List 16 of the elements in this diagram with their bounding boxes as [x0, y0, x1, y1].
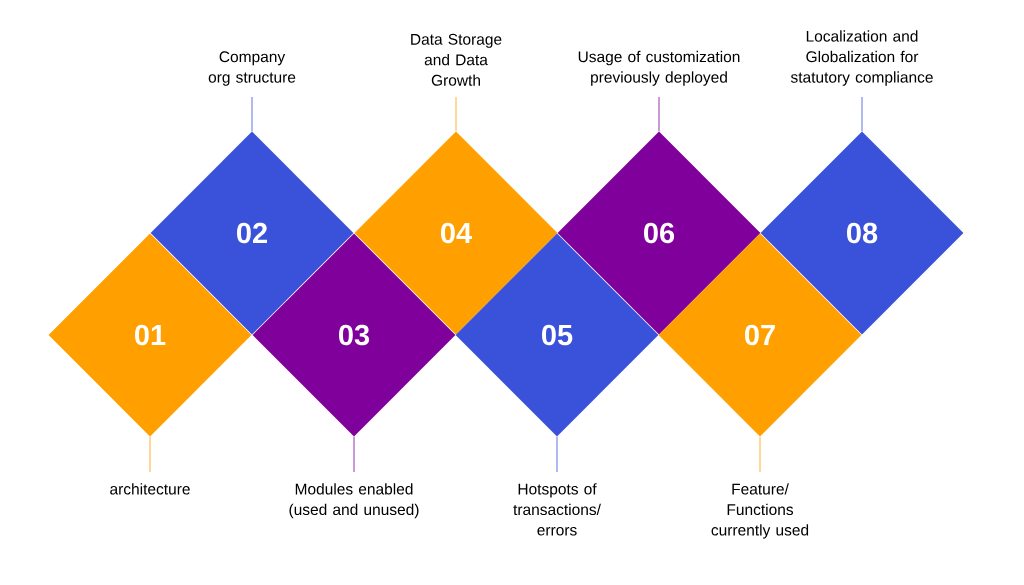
- label-text: Hotspots of transactions/ errors: [513, 483, 601, 536]
- label-text: architecture: [110, 483, 190, 495]
- label-text: Company org structure: [208, 51, 296, 86]
- leader-line: [759, 436, 761, 473]
- leader-line: [556, 436, 558, 473]
- label-text: Usage of customization previously deployed: [578, 50, 740, 86]
- leader-line: [353, 436, 355, 473]
- leader-line: [455, 96, 457, 132]
- leader-line: [658, 96, 660, 132]
- leader-line: [861, 96, 863, 132]
- label-text: Localization and Globalization for statutory compliance: [790, 30, 933, 86]
- label-text: Feature/ Functions currently used: [711, 483, 809, 539]
- label-text: Modules enabled (used and unused): [289, 483, 419, 519]
- leader-line: [251, 96, 253, 132]
- label-text: Data Storage and Data Growth: [411, 33, 502, 86]
- leader-line: [149, 436, 151, 473]
